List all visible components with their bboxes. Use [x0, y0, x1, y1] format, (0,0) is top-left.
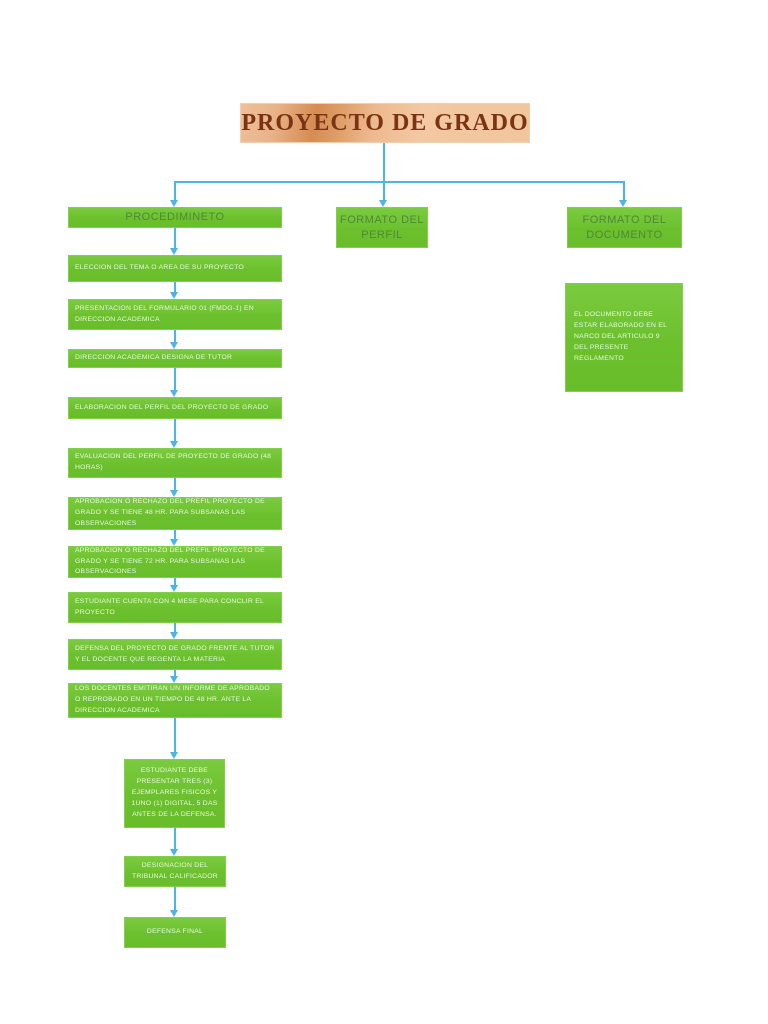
connector-drop-perfil [383, 181, 385, 201]
arrowhead-step-11 [170, 849, 178, 856]
arrowhead-step-3 [170, 390, 178, 397]
arrowhead-step-6 [170, 539, 178, 546]
connector-step-12 [174, 887, 176, 911]
step-box-9: DEFENSA DEL PROYECTO DE GRADO FRENTE AL … [68, 639, 282, 670]
arrowhead-step-1 [170, 292, 178, 299]
connector-step-4 [174, 419, 176, 442]
arrowhead-step-9 [170, 676, 178, 683]
arrowhead-step-2 [170, 342, 178, 349]
arrowhead-procedimiento [170, 200, 178, 207]
step-box-7: APROBACION O RECHAZO DEL PREFIL PROYECTO… [68, 546, 282, 578]
step-box-8: ESTUDIANTE CUENTA CON 4 MESE PARA CONCLI… [68, 592, 282, 623]
step-box-11: ESTUDIANTE DEBE PRESENTAR TRES (3) EJEMP… [124, 759, 225, 828]
connector-step-10 [174, 718, 176, 753]
connector-step-8 [174, 623, 176, 633]
connector-drop-procedimiento [174, 181, 176, 201]
documento-note-box: EL DOCUMENTO DEBE ESTAR ELABORADO EN EL … [565, 283, 683, 392]
connector-step-0 [174, 228, 176, 249]
connector-step-11 [174, 828, 176, 850]
step-box-2: PRESENTACION DEL FORMULARIO 01 (FMDG-1) … [68, 299, 282, 330]
page-title: PROYECTO DE GRADO [241, 109, 529, 136]
connector-step-3 [174, 368, 176, 391]
arrowhead-step-7 [170, 585, 178, 592]
arrowhead-step-10 [170, 752, 178, 759]
connector-step-1 [174, 282, 176, 293]
step-box-1: ELECCION DEL TEMA O AREA DE SU PROYECTO [68, 255, 282, 282]
branch-formato-documento: FORMATO DEL DOCUMENTO [567, 207, 682, 248]
step-box-12: DESIGNACION DEL TRIBUNAL CALIFICADOR [124, 856, 226, 887]
connector-branch-horizontal [175, 181, 625, 183]
arrowhead-step-5 [170, 490, 178, 497]
connector-drop-documento [623, 181, 625, 201]
connector-step-7 [174, 578, 176, 586]
title-box: PROYECTO DE GRADO [240, 103, 530, 143]
branch-procedimiento: PROCEDIMINETO [68, 207, 282, 228]
arrowhead-step-4 [170, 441, 178, 448]
connector-step-9 [174, 670, 176, 677]
arrowhead-step-12 [170, 910, 178, 917]
arrowhead-perfil [379, 200, 387, 207]
step-box-4: ELABORACION DEL PERFIL DEL PROYECTO DE G… [68, 397, 282, 419]
arrowhead-documento [619, 200, 627, 207]
connector-step-6 [174, 530, 176, 540]
connector-title-down [383, 143, 385, 181]
step-box-13: DEFENSA FINAL [124, 917, 226, 948]
step-box-6: APROBACION O RECHAZO DEL PREFIL PROYECTO… [68, 497, 282, 530]
arrowhead-step-8 [170, 632, 178, 639]
step-box-3: DIRECCION ACADEMICA DESIGNA DE TUTOR [68, 349, 282, 368]
connector-step-2 [174, 330, 176, 343]
arrowhead-step-0 [170, 248, 178, 255]
connector-step-5 [174, 478, 176, 491]
step-box-5: EVALUACION DEL PERFIL DE PROYECTO DE GRA… [68, 448, 282, 478]
step-box-10: LOS DOCENTES EMITIRAN UN INFORME DE APRO… [68, 683, 282, 718]
branch-formato-perfil: FORMATO DEL PERFIL [336, 207, 428, 248]
